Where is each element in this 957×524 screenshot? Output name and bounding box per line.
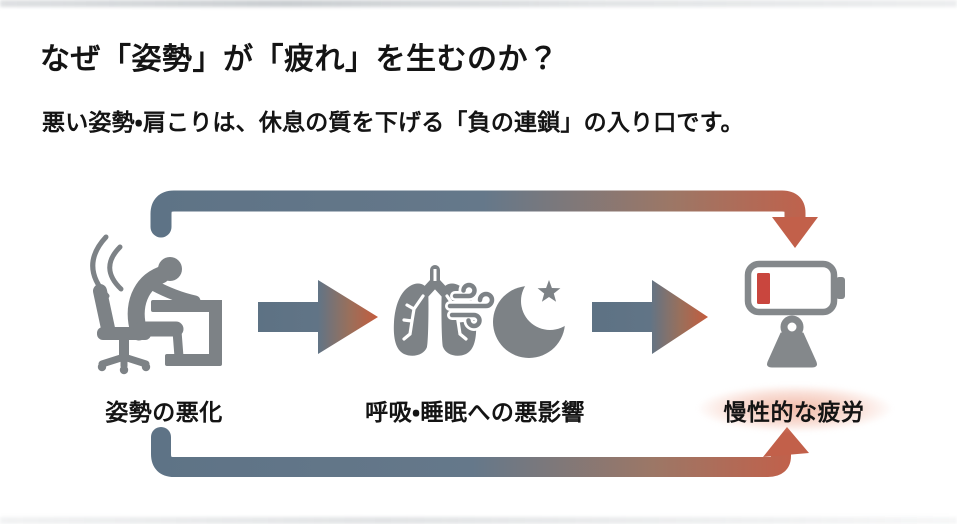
- slouched-person-icon: [90, 234, 222, 375]
- page-title: なぜ「姿勢」が「疲れ」を生むのか？: [40, 43, 559, 76]
- desk-leg: [209, 300, 222, 363]
- desk-top: [151, 300, 222, 312]
- step-label-breath-sleep: 呼吸・睡眠への悪影響: [365, 399, 585, 425]
- crescent-moon-icon: [493, 280, 565, 358]
- step-label-posture: 姿勢の悪化: [105, 399, 223, 425]
- battery-low-icon: [744, 260, 845, 316]
- top-loop-arrowhead: [772, 217, 818, 248]
- chair-backrest: [93, 284, 116, 340]
- weight-body: [767, 332, 817, 368]
- battery-terminal: [836, 277, 845, 299]
- flow-arrow-2: [592, 280, 708, 354]
- star-icon: [537, 280, 561, 302]
- fatigue-highlight-glow: [698, 385, 892, 432]
- flow-arrow-1: [258, 280, 378, 354]
- step-label-chronic-fatigue: 慢性的な疲労: [723, 399, 865, 425]
- bottom-loop-arrow: [151, 427, 809, 477]
- person-arm: [147, 279, 201, 307]
- desk-foot: [165, 354, 222, 366]
- chair-base: [98, 353, 150, 370]
- person-shin: [172, 326, 184, 362]
- chair-column: [119, 340, 129, 357]
- weight-icon: [767, 315, 817, 368]
- bottom-loop-arrowhead: [763, 427, 809, 457]
- top-loop-arrow: [150, 190, 818, 248]
- page-subtitle: 悪い姿勢・肩こりは、休息の質を下げる「負の連鎖」の入り口です。: [42, 109, 744, 135]
- wind-icon: [445, 280, 497, 331]
- battery-charge-bar: [757, 273, 770, 304]
